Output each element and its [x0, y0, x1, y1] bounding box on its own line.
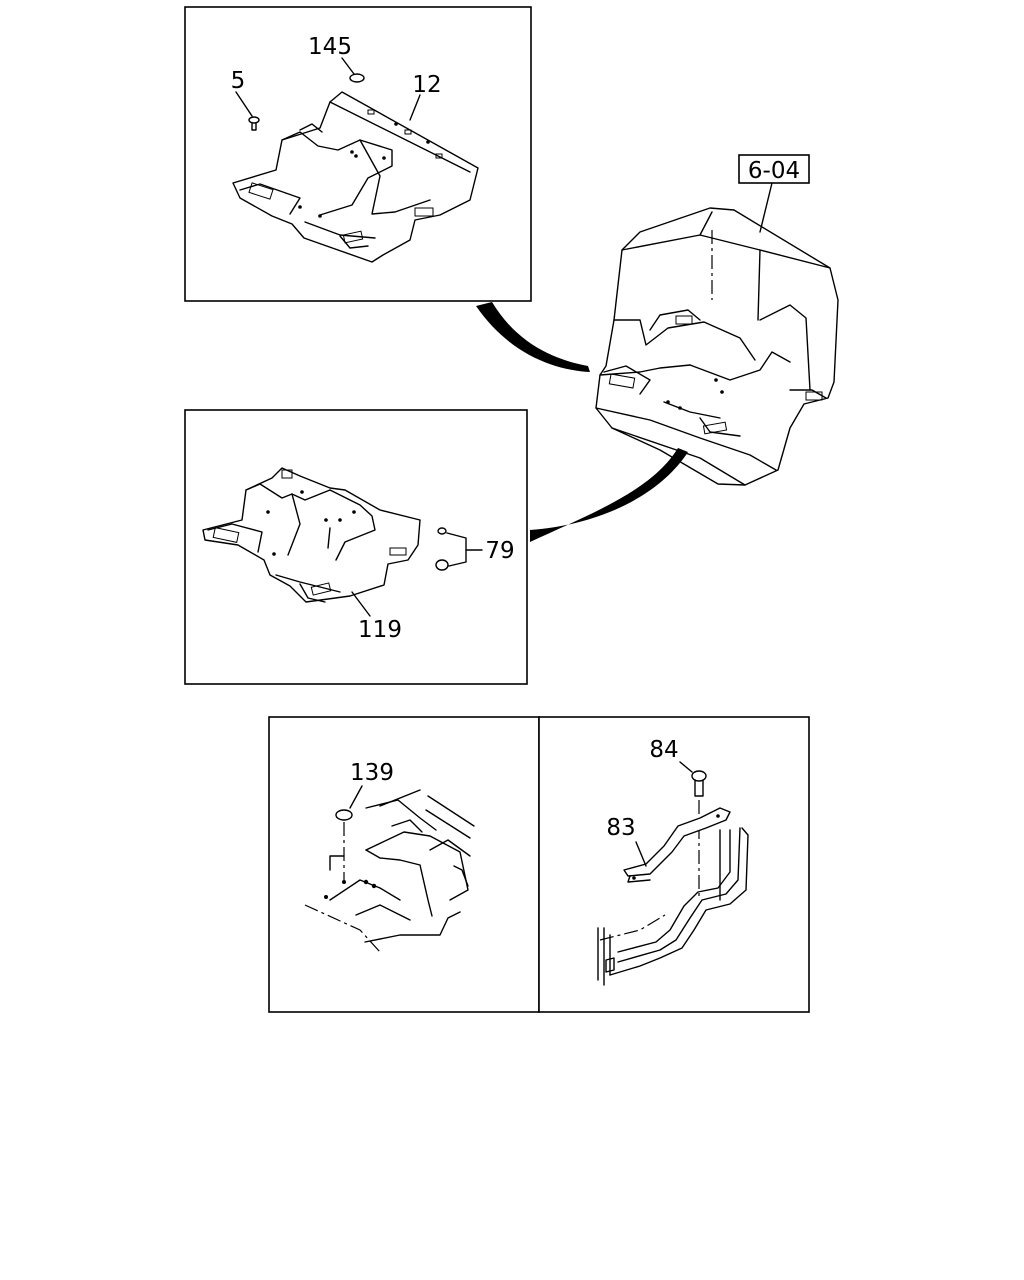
- screw-part-5: [235, 91, 260, 131]
- panel-frame: [538, 716, 810, 1013]
- leader-6-04: [759, 182, 773, 233]
- cab-overview: 6-04: [595, 154, 839, 486]
- panel-frame: [268, 716, 540, 1013]
- leader-119: [351, 591, 371, 617]
- callout-83: 83: [606, 815, 635, 841]
- bracket-part-83: [623, 807, 731, 883]
- connector-arc-lower: [530, 448, 688, 542]
- leader-12: [409, 94, 421, 121]
- callout-5: 5: [231, 68, 246, 94]
- plug-part-145: [341, 57, 365, 83]
- callout-119: 119: [358, 617, 402, 643]
- connector-arc-upper: [476, 302, 590, 372]
- panel-bracket-detail: 84 83: [538, 716, 810, 1013]
- panel-floor-mat-upper: 5 145 12: [184, 6, 532, 302]
- callout-139: 139: [350, 760, 394, 786]
- ref-box: [738, 154, 810, 184]
- plug-part-139: [335, 785, 363, 880]
- callout-84: 84: [649, 737, 678, 763]
- callout-12: 12: [412, 72, 441, 98]
- callout-79: 79: [485, 538, 514, 564]
- callout-145: 145: [308, 34, 352, 60]
- screw-part-84: [679, 761, 707, 900]
- panel-plug-detail: 139: [268, 716, 540, 1013]
- fastener-part-79: [435, 527, 483, 571]
- floor-mat-upper-part: [232, 91, 479, 263]
- floor-section-part: [304, 789, 475, 953]
- ref-box-label: 6-04: [748, 158, 800, 184]
- body-frame-part: [597, 827, 749, 986]
- floor-insulator-part: [202, 467, 421, 603]
- panel-floor-insulator: 79 119: [184, 409, 528, 685]
